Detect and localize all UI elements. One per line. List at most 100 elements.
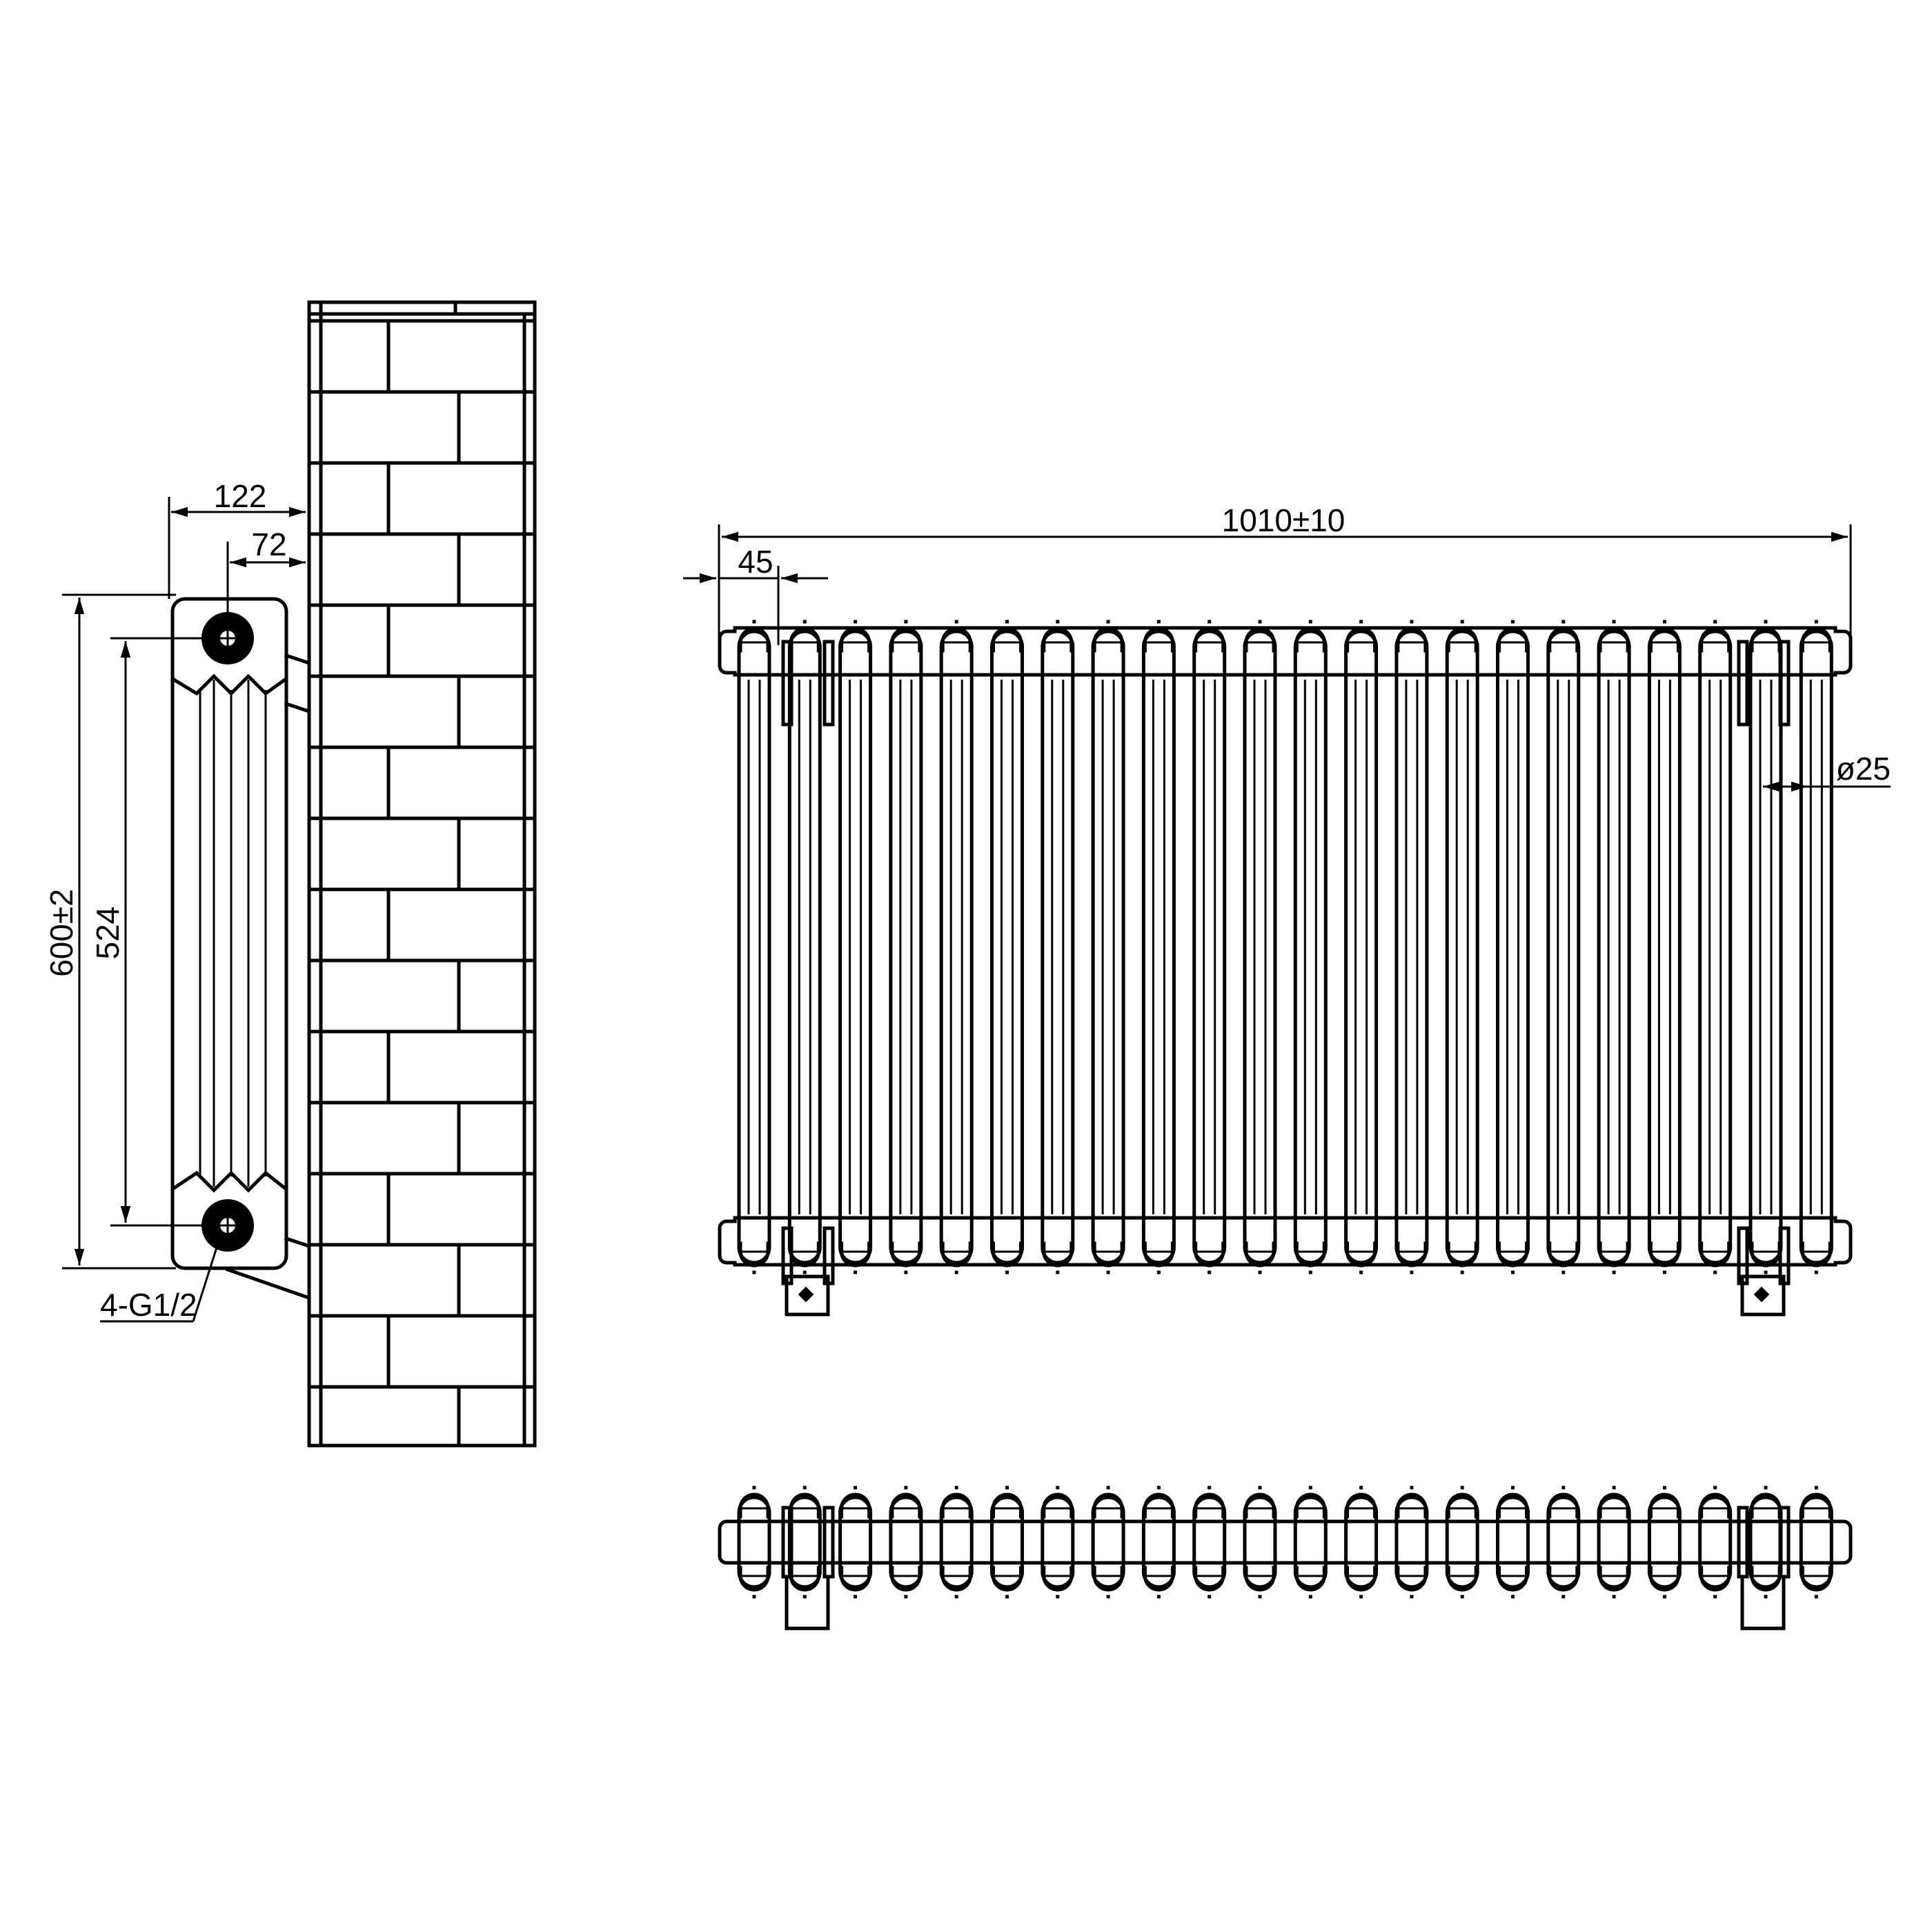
column-cap	[840, 1492, 871, 1519]
dim-45-label: 45	[738, 544, 773, 580]
column-cap	[1800, 627, 1832, 653]
side-view: 122 72 600±2 524 4-G1/2	[43, 300, 537, 1448]
dimension-72: 72	[226, 526, 306, 638]
right-foot	[1737, 640, 1791, 1317]
dimension-45: 45	[683, 544, 828, 645]
radiator-side-body	[170, 597, 310, 1300]
column-cap	[789, 1566, 820, 1592]
dimension-524: 524	[90, 637, 201, 1227]
column-cap	[1346, 1492, 1377, 1519]
radiator-column	[1496, 629, 1530, 1265]
radiator-column	[737, 629, 771, 1265]
column-cap	[1800, 1566, 1832, 1592]
column-cap	[1396, 1492, 1428, 1519]
top-view-end-plugs	[718, 1519, 1853, 1565]
top-view-column	[1192, 1495, 1227, 1589]
column-cap	[1244, 1566, 1276, 1592]
dimension-600: 600±2	[43, 593, 176, 1270]
column-cap	[1042, 1492, 1074, 1519]
top-view-column	[1394, 1495, 1429, 1589]
radiator-column	[889, 629, 923, 1265]
column-cap	[1244, 627, 1276, 653]
column-cap	[1648, 1492, 1680, 1519]
column-cap	[890, 627, 922, 653]
column-cap	[1598, 627, 1630, 653]
column-cap	[940, 1241, 972, 1268]
column-cap	[1648, 627, 1680, 653]
radiator-column	[939, 629, 974, 1265]
top-view-column	[1445, 1495, 1479, 1589]
radiator-column	[1041, 629, 1075, 1265]
top-view-column	[787, 1495, 822, 1589]
brick-wall	[307, 300, 537, 1448]
dimension-122: 122	[168, 478, 306, 599]
radiator-column	[1243, 629, 1277, 1265]
column-cap	[1548, 1241, 1579, 1268]
column-cap	[1598, 1492, 1630, 1519]
dimension-pipe: ø25	[1763, 751, 1891, 792]
radiator-column	[787, 629, 822, 1265]
radiator-column	[1748, 629, 1783, 1265]
column-cap	[1143, 1492, 1174, 1519]
top-view-column	[1344, 1495, 1379, 1589]
column-cap	[1548, 1566, 1579, 1592]
radiator-column	[1597, 629, 1631, 1265]
column-cap	[1143, 1241, 1174, 1268]
front-view: 1010±10 45 ø25	[683, 502, 1891, 1317]
column-cap	[1042, 1566, 1074, 1592]
column-cap	[1244, 1492, 1276, 1519]
top-view-column	[1243, 1495, 1277, 1589]
radiator-columns	[733, 620, 1837, 1274]
column-cap	[1497, 1566, 1528, 1592]
column-cap	[1346, 1241, 1377, 1268]
column-cap	[1346, 627, 1377, 653]
column-cap	[1294, 1566, 1326, 1592]
dimension-1010: 1010±10	[718, 502, 1852, 645]
column-cap	[1042, 1241, 1074, 1268]
column-cap	[1092, 627, 1124, 653]
top-view-column	[1141, 1495, 1176, 1589]
radiator-column	[1192, 629, 1227, 1265]
column-cap	[1750, 1566, 1782, 1592]
dim-524-label: 524	[90, 907, 126, 960]
radiator-column	[838, 629, 873, 1265]
column-cap	[1294, 1492, 1326, 1519]
column-cap	[1699, 1492, 1731, 1519]
column-cap	[1194, 1566, 1225, 1592]
radiator-column	[990, 629, 1024, 1265]
column-cap	[1446, 1492, 1478, 1519]
column-cap	[1800, 1492, 1832, 1519]
column-cap	[738, 1566, 770, 1592]
top-view-column	[889, 1495, 923, 1589]
column-cap	[890, 1492, 922, 1519]
column-cap	[1800, 1241, 1832, 1268]
column-cap	[789, 1492, 820, 1519]
column-cap	[1244, 1241, 1276, 1268]
top-view-column	[1091, 1495, 1125, 1589]
top-view-column	[990, 1495, 1024, 1589]
radiator-column	[1445, 629, 1479, 1265]
column-cap	[1497, 1241, 1528, 1268]
radiator-column	[1394, 629, 1429, 1265]
column-cap	[1648, 1566, 1680, 1592]
column-cap	[1396, 1241, 1428, 1268]
top-view-column	[1597, 1495, 1631, 1589]
top-view-column	[939, 1495, 974, 1589]
left-foot	[781, 640, 835, 1317]
top-view-column	[1647, 1495, 1682, 1589]
column-cap	[1092, 1566, 1124, 1592]
radiator-column	[1344, 629, 1379, 1265]
connection-leader: 4-G1/2	[100, 1245, 219, 1323]
column-cap	[1699, 1566, 1731, 1592]
top-view-column	[1546, 1495, 1581, 1589]
top-view-column	[1799, 1495, 1833, 1589]
column-cap	[1294, 1241, 1326, 1268]
column-cap	[1446, 1241, 1478, 1268]
column-cap	[1396, 627, 1428, 653]
top-view-column	[1748, 1495, 1783, 1589]
column-cap	[1194, 1241, 1225, 1268]
column-cap	[840, 627, 871, 653]
column-cap	[1750, 627, 1782, 653]
dim-pipe-label: ø25	[1836, 751, 1891, 787]
